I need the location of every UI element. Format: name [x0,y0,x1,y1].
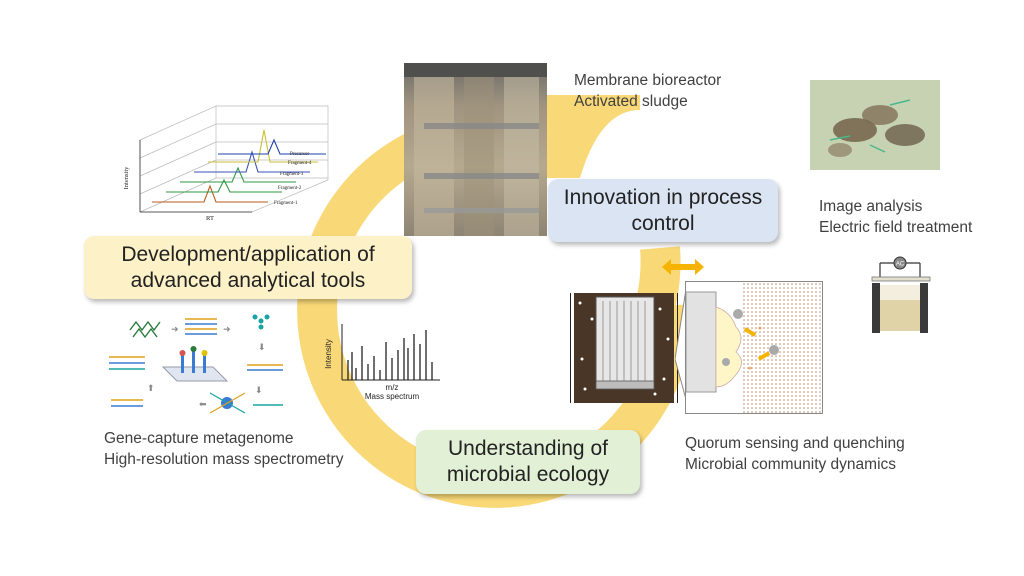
svg-text:⬇: ⬇ [255,385,263,395]
ac-label: AC [896,262,905,268]
microscope-image [810,80,940,170]
ms-ylabel: Intensity [324,339,333,369]
chrom-ylabel: Intensity [123,166,130,189]
svg-text:⬇: ⬇ [258,342,266,352]
chrom-trace-label: Fragment-3 [280,172,304,177]
quorum-sensing-inset: * * [685,281,823,414]
process-control-box: Innovation in process control [548,179,778,242]
gene-capture-schematic: ➜ ➜ ⬇ ⬇ ⬆ ⬅ [105,305,290,420]
link-arrow [662,259,704,275]
gene-caption: Gene-capture metagenome High-resolution … [104,430,344,468]
mbr-caption: Membrane bioreactor Activated sludge [574,72,722,110]
svg-text:*: * [748,365,752,374]
electric-field-cell: AC [860,255,940,335]
chrom-trace-label: Precursor [290,152,309,157]
chrom-xlabel: RT [206,215,214,222]
ms-xlabel: m/z [386,383,399,392]
svg-text:*: * [758,325,762,334]
chromatogram-plot: Intensity RT Precursor Fragment-4 Fragme… [118,100,343,225]
svg-text:➜: ➜ [223,324,231,334]
chrom-trace-label: Fragment-1 [274,201,298,206]
chrom-trace-label: Fragment-4 [288,161,312,166]
image-caption: Image analysis Electric field treatment [819,198,973,236]
analytical-tools-box: Development/application of advanced anal… [84,236,412,299]
microbial-ecology-box: Understanding of microbial ecology [416,430,640,494]
svg-text:⬅: ⬅ [199,399,207,409]
ms-title: Mass spectrum [365,392,420,401]
svg-text:⬆: ⬆ [147,383,155,393]
bioreactor-photo [404,63,547,236]
chrom-trace-label: Fragment-2 [278,186,302,191]
quorum-caption: Quorum sensing and quenching Microbial c… [685,435,905,473]
reactor-schematic [569,279,679,405]
mass-spectrum: Intensity m/z Mass spectrum [322,322,442,402]
svg-text:➜: ➜ [171,324,179,334]
